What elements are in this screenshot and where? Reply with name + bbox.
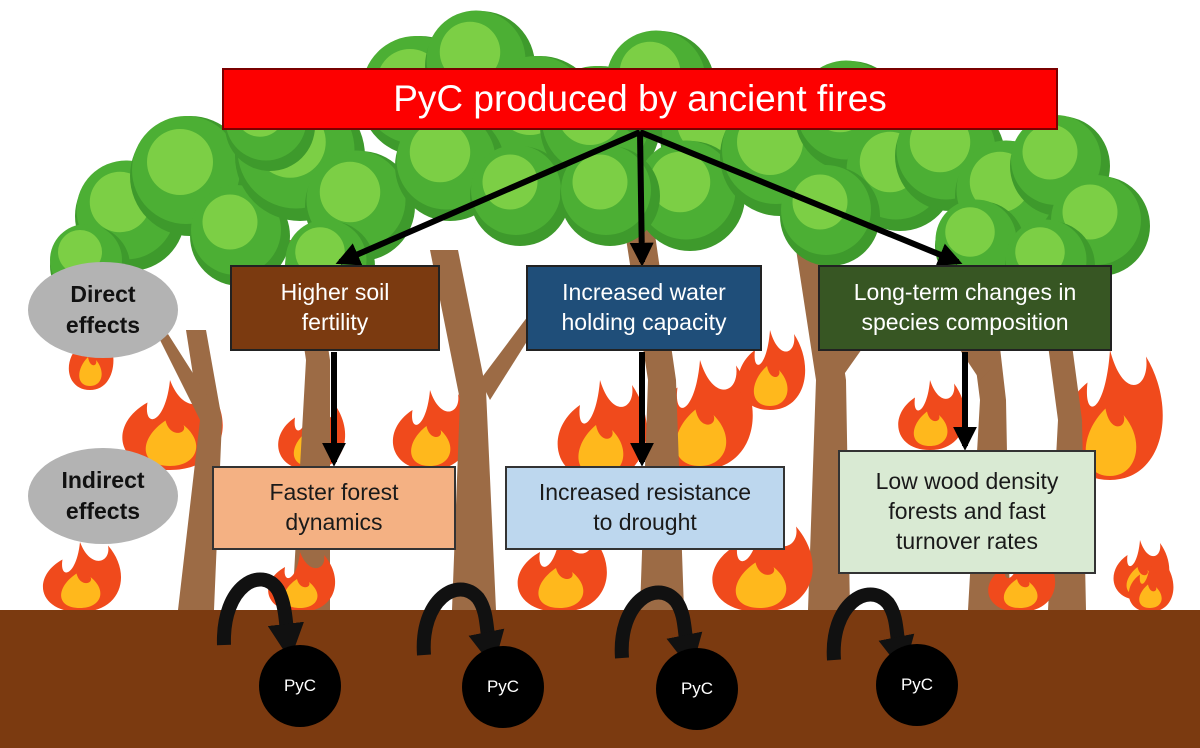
leaf-clump [439,21,501,83]
pyc-circle-4: PyC [876,644,958,726]
indirect-effects-label: Indirect effects [61,466,145,524]
leaf-clump [202,194,258,250]
direct-effect-soil-fertility: Higher soil fertility [230,265,440,351]
flame-front-core [735,562,787,608]
leaf-clump [409,121,471,183]
leaf-clump [649,151,711,213]
title-arrows [335,129,963,267]
flame-back-core [675,409,727,466]
pyc-label: PyC [680,679,714,698]
direct-effects-oval: Direct effects [28,262,178,358]
curved-arrow-3 [614,585,703,671]
indirect-effect-wood-density-turnover: Low wood density forests and fast turnov… [838,450,1096,574]
flame-front-core [1003,579,1038,608]
direct-effect-water-holding: Increased water holding capacity [526,265,762,351]
flame-back-core [411,426,451,466]
direct-effect-label: Higher soil fertility [280,279,390,335]
leaf-clump [319,161,381,223]
leaf-clump [945,207,995,257]
pyc-curved-arrows [216,572,915,673]
flames-foreground [42,522,1174,612]
pyc-label: PyC [900,675,934,694]
flame-front-core [1139,584,1162,608]
leaf-clump [295,227,345,277]
arrow-title-to-water [629,131,654,267]
flame-back-core [1085,408,1137,476]
flame-back-core [79,357,102,386]
pyc-label: PyC [486,677,520,696]
curved-arrow-2 [416,582,505,668]
curved-arrow-4 [826,587,915,673]
pyc-circle-2: PyC [462,646,544,728]
pyc-circle-3: PyC [656,648,738,730]
leaf-clump [1062,184,1118,240]
indirect-effect-drought-resistance: Increased resistance to drought [505,466,785,550]
pyc-title-box: PyC produced by ancient fires [222,68,1058,130]
flame-front-core [61,573,101,608]
flame-back-core [578,425,624,476]
curved-arrow-1 [216,572,304,661]
direct-effect-label: Long-term changes in species composition [853,279,1077,335]
leaf-clump [572,154,628,210]
indirect-effect-label: Increased resistance to drought [538,479,752,535]
soil-ground [0,610,1200,748]
leaf-clump [1022,124,1078,180]
leaf-clump [147,129,213,195]
leaf-clump [1015,227,1065,277]
direct-effects-label: Direct effects [65,280,141,338]
direct-effect-label: Increased water holding capacity [561,279,727,335]
leaf-clump [792,174,848,230]
direct-indirect-arrows [322,352,977,467]
indirect-effect-forest-dynamics: Faster forest dynamics [212,466,456,550]
indirect-effects-oval: Indirect effects [28,448,178,544]
pyc-label: PyC [283,676,317,695]
flame-back-core [753,366,788,406]
arrow-title-to-fertility [335,129,642,266]
flame-front-core [283,579,318,608]
flame-front-core [538,568,584,608]
arrow-title-to-species [638,129,963,266]
direct-effect-species-composition: Long-term changes in species composition [818,265,1112,351]
flame-back-core [913,411,948,446]
flame-back-core [145,420,197,466]
pyc-title: PyC produced by ancient fires [393,77,887,119]
indirect-effect-label: Faster forest dynamics [269,479,399,535]
indirect-effect-label: Low wood density forests and fast turnov… [875,468,1059,554]
pyc-circle-1: PyC [259,645,341,727]
